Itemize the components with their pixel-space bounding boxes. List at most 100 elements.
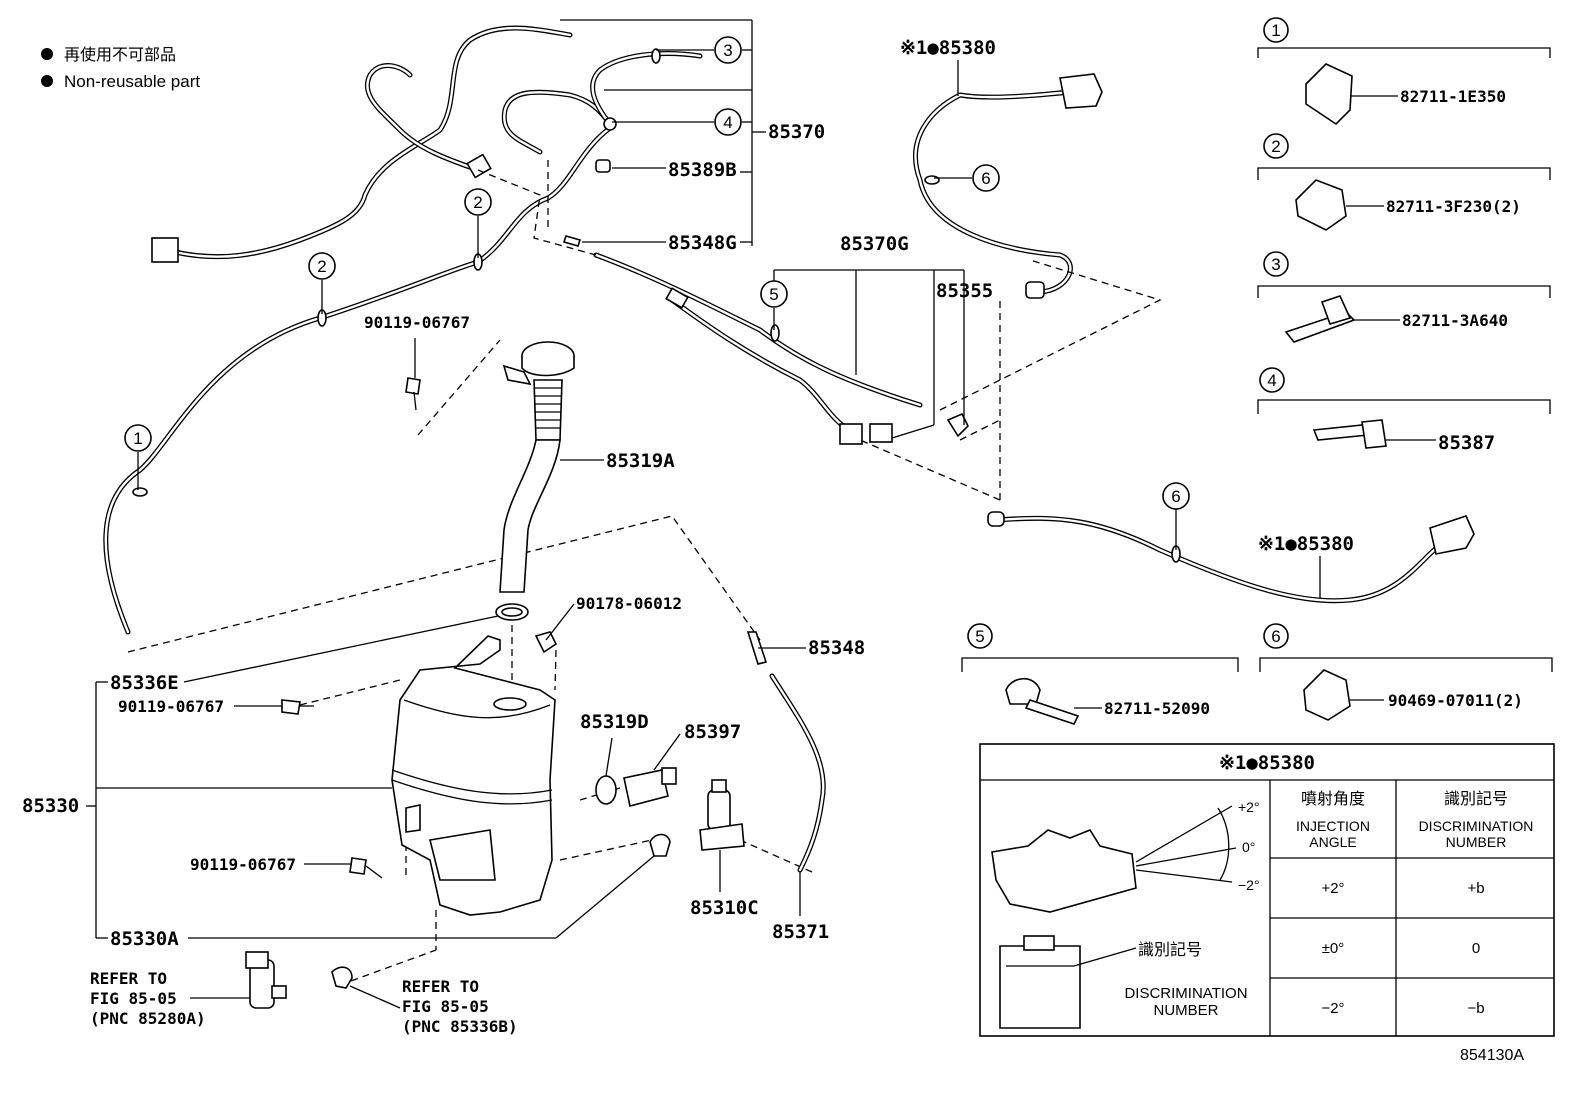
- refer-right-line2: FIG 85-05: [402, 997, 489, 1016]
- clip-panel-3: 3 82711-3A640: [1257, 251, 1551, 343]
- connector-icon: [151, 237, 179, 263]
- clip-panel-1: 1 82711-1E350: [1257, 17, 1551, 126]
- grommet-icon: [534, 631, 558, 654]
- clip-icon: [770, 324, 780, 342]
- callout-2: 2: [308, 252, 336, 280]
- callout-3: 3: [714, 36, 742, 64]
- svg-text:6: 6: [981, 169, 990, 188]
- label-90119-low: 90119-06767: [190, 855, 296, 874]
- label-85389B: 85389B: [668, 159, 737, 181]
- bolt-icon: [405, 377, 421, 411]
- clip-icon: [1303, 669, 1351, 721]
- label-85370: 85370: [768, 121, 825, 143]
- label-90119-mid: 90119-06767: [118, 697, 224, 716]
- table-cell: +b: [1467, 880, 1484, 897]
- svg-text:−2°: −2°: [1238, 877, 1260, 893]
- filler-neck-tube: [499, 439, 561, 593]
- svg-text:5: 5: [975, 627, 984, 646]
- callout-2: 2: [464, 188, 492, 216]
- svg-text:90469-07011(2): 90469-07011(2): [1388, 691, 1523, 710]
- svg-text:5: 5: [769, 285, 778, 304]
- callout-5: 5: [760, 280, 788, 308]
- label-85319D: 85319D: [580, 711, 649, 733]
- svg-text:4: 4: [723, 113, 732, 132]
- clip-panel-2: 2 82711-3F230(2): [1257, 133, 1551, 231]
- washer-pump: [707, 789, 731, 831]
- svg-text:3: 3: [723, 41, 732, 60]
- refer-left-line3: (PNC 85280A): [90, 1009, 206, 1028]
- label-85397: 85397: [684, 721, 741, 743]
- part-labels: 85370 85389B 85348G 85370G 85355 ※1●8538…: [22, 37, 1354, 1036]
- svg-text:3: 3: [1271, 255, 1280, 274]
- bullet-icon: [41, 48, 53, 60]
- connector-icon: [999, 945, 1081, 1029]
- label-85380-top: ※1●85380: [900, 37, 996, 59]
- label-85336E: 85336E: [110, 672, 179, 694]
- leader-lines: [86, 19, 1321, 1009]
- label-85319A: 85319A: [606, 450, 675, 472]
- svg-text:+2°: +2°: [1238, 799, 1260, 815]
- svg-text:82711-52090: 82711-52090: [1104, 699, 1210, 718]
- callouts: 3 4 2 2 1 5 6 6: [124, 36, 1190, 510]
- refer-right-line1: REFER TO: [402, 977, 479, 996]
- legend: 再使用不可部品 Non-reusable part: [41, 46, 200, 91]
- o-ring: [595, 775, 617, 805]
- callout-1: 1: [124, 424, 152, 452]
- hose-assembly-right: [593, 73, 1475, 604]
- connector-icon: [839, 423, 863, 445]
- level-sensor: [623, 769, 669, 807]
- svg-text:82711-1E350: 82711-1E350: [1400, 87, 1506, 106]
- figure-id: 854130A: [1460, 1047, 1524, 1064]
- connector-icon: [466, 153, 492, 179]
- label-85371: 85371: [772, 921, 829, 943]
- col-header-jp-angle: 噴射角度: [1301, 790, 1365, 808]
- col-header-en-number-2: NUMBER: [1446, 834, 1507, 850]
- clip-panel-6: 6 90469-07011(2): [1259, 623, 1553, 721]
- clip-icon: [603, 117, 617, 131]
- label-85310C: 85310C: [690, 897, 759, 919]
- callout-6: 6: [972, 164, 1000, 192]
- grommet-icon: [331, 966, 353, 989]
- table-cell: −b: [1467, 1000, 1484, 1017]
- joint-icon: [595, 159, 611, 173]
- col-header-en-number-1: DISCRIMINATION: [1419, 818, 1534, 834]
- table-cell: +2°: [1321, 880, 1344, 897]
- refer-left-line2: FIG 85-05: [90, 989, 177, 1008]
- label-85330A: 85330A: [110, 928, 179, 950]
- washer-nozzle-icon: [1059, 73, 1103, 109]
- nozzle-discrimination-table: ※1●85380 +2° 0° −2° 識別記号 DISCRIMINATION …: [979, 743, 1555, 1037]
- legend-japanese: 再使用不可部品: [64, 46, 176, 64]
- callout-6: 6: [1162, 482, 1190, 510]
- connector-icon: [869, 423, 893, 443]
- disc-label-en-2: NUMBER: [1153, 1002, 1218, 1019]
- filler-neck-bellows: [533, 379, 563, 441]
- svg-text:82711-3A640: 82711-3A640: [1402, 311, 1508, 330]
- table-cell: −2°: [1321, 1000, 1344, 1017]
- clip-icon: [1305, 63, 1353, 126]
- table-cell: ±0°: [1322, 940, 1345, 957]
- svg-text:2: 2: [473, 193, 482, 212]
- disc-label-en-1: DISCRIMINATION: [1124, 985, 1247, 1002]
- svg-text:2: 2: [1271, 137, 1280, 156]
- label-85330: 85330: [22, 795, 79, 817]
- col-header-jp-number: 識別記号: [1444, 790, 1508, 808]
- bullet-icon: [41, 75, 53, 87]
- valve-icon: [562, 235, 582, 247]
- svg-text:1: 1: [133, 429, 142, 448]
- clip-icon: [1295, 179, 1347, 231]
- disc-label-jp: 識別記号: [1138, 941, 1202, 959]
- grommet-icon: [649, 833, 671, 857]
- svg-text:85387: 85387: [1438, 432, 1495, 454]
- label-85380-right: ※1●85380: [1258, 533, 1354, 555]
- clip-icon: [132, 487, 148, 497]
- svg-text:2: 2: [317, 257, 326, 276]
- check-valve: [746, 631, 768, 665]
- legend-english: Non-reusable part: [64, 72, 200, 91]
- svg-text:4: 4: [1267, 371, 1276, 390]
- clip-icon: [1005, 677, 1041, 705]
- nozzle-icon: [991, 829, 1137, 913]
- col-header-en-angle-2: ANGLE: [1309, 834, 1356, 850]
- clip-icon: [651, 48, 661, 64]
- svg-text:1: 1: [1271, 21, 1280, 40]
